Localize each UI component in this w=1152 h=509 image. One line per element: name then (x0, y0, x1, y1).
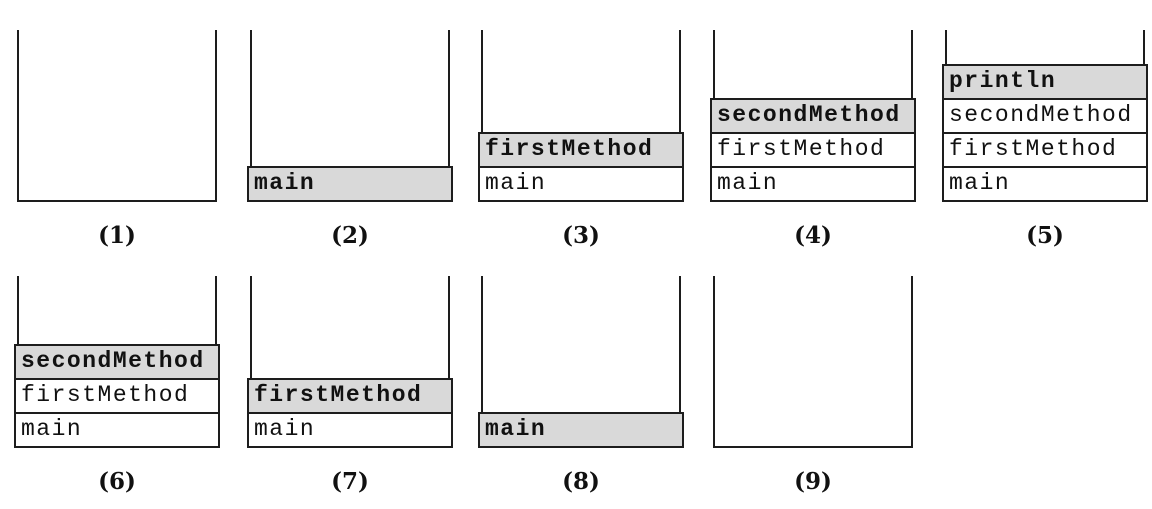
stack-well: firstMethod main (247, 276, 453, 448)
stack-caption: (4) (794, 222, 832, 249)
stack-caption: (8) (562, 468, 600, 495)
stack-well (713, 276, 913, 448)
stack-frame: main (247, 412, 453, 448)
stack-well (17, 30, 217, 202)
stack-frames: firstMethod main (478, 132, 684, 202)
stack-caption: (5) (1026, 222, 1064, 249)
stack-frame: main (478, 412, 684, 448)
stack-well: main (478, 276, 684, 448)
stack-frames: firstMethod main (247, 378, 453, 448)
stack-frame: firstMethod (710, 132, 916, 168)
stack-frames: secondMethod firstMethod main (14, 344, 220, 448)
call-stack-snapshot-8: main (8) (478, 276, 684, 495)
stack-caption: (1) (98, 222, 136, 249)
stack-frame: firstMethod (14, 378, 220, 414)
stack-frame: firstMethod (247, 378, 453, 414)
call-stack-snapshot-6: secondMethod firstMethod main (6) (14, 276, 220, 495)
stack-well: println secondMethod firstMethod main (942, 30, 1148, 202)
stack-caption: (6) (98, 468, 136, 495)
call-stack-snapshot-2: main (2) (247, 30, 453, 249)
stack-frames: main (478, 412, 684, 448)
stack-frames: secondMethod firstMethod main (710, 98, 916, 202)
stack-frame: firstMethod (478, 132, 684, 168)
stack-frame: main (942, 166, 1148, 202)
stack-frame: main (710, 166, 916, 202)
stack-frames: main (247, 166, 453, 202)
stack-frame: main (478, 166, 684, 202)
stack-frame: firstMethod (942, 132, 1148, 168)
stack-well: secondMethod firstMethod main (14, 276, 220, 448)
stack-well: main (247, 30, 453, 202)
call-stack-snapshot-3: firstMethod main (3) (478, 30, 684, 249)
call-stack-snapshot-4: secondMethod firstMethod main (4) (710, 30, 916, 249)
call-stack-snapshot-5: println secondMethod firstMethod main (5… (942, 30, 1148, 249)
stack-caption: (7) (331, 468, 369, 495)
stack-caption: (3) (562, 222, 600, 249)
stack-frame: secondMethod (14, 344, 220, 380)
call-stack-snapshot-1: (1) (17, 30, 217, 249)
call-stack-snapshot-7: firstMethod main (7) (247, 276, 453, 495)
stack-caption: (2) (331, 222, 369, 249)
stack-caption: (9) (794, 468, 832, 495)
stack-frame: secondMethod (942, 98, 1148, 134)
stack-frames: println secondMethod firstMethod main (942, 64, 1148, 202)
stack-frame: println (942, 64, 1148, 100)
stack-frame: main (14, 412, 220, 448)
stack-well: firstMethod main (478, 30, 684, 202)
stack-frame: main (247, 166, 453, 202)
stack-frame: secondMethod (710, 98, 916, 134)
stack-well: secondMethod firstMethod main (710, 30, 916, 202)
call-stack-snapshot-9: (9) (713, 276, 913, 495)
